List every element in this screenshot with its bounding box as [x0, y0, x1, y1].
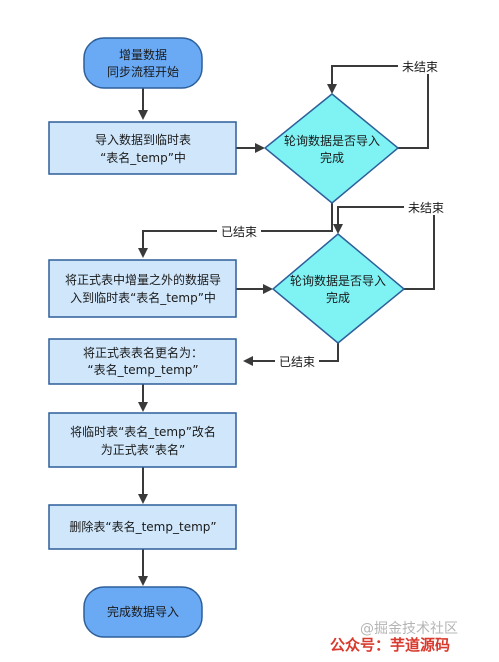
- edge-label-poll2-not-done: 未结束: [408, 201, 444, 215]
- edge-label-poll1-done: 已结束: [221, 225, 257, 239]
- node-poll1-line-1: 轮询数据是否导入: [284, 133, 380, 148]
- node-drop: 删除表“表名_temp_temp”: [48, 504, 237, 550]
- node-rename-formal: 将正式表表名更名为： “表名_temp_temp”: [48, 338, 237, 385]
- node-rename-temp-line-2: 为正式表“表名”: [101, 442, 185, 457]
- node-import: 导入数据到临时表 “表名_temp”中: [48, 121, 237, 175]
- edge-label-poll2-done: 已结束: [279, 355, 315, 369]
- node-import-other-line-1: 将正式表中增量之外的数据导: [65, 272, 221, 287]
- node-rename-formal-line-1: 将正式表表名更名为：: [83, 345, 203, 360]
- node-import-other-line-2: 入到临时表“表名_temp”中: [70, 290, 216, 305]
- node-end-line-1: 完成数据导入: [107, 604, 179, 619]
- node-poll2-line-2: 完成: [326, 290, 350, 305]
- node-import-line-2: “表名_temp”中: [100, 150, 186, 165]
- node-import-other: 将正式表中增量之外的数据导 入到临时表“表名_temp”中: [48, 259, 237, 318]
- node-rename-formal-line-2: “表名_temp_temp”: [87, 362, 198, 377]
- node-end: 完成数据导入: [83, 586, 203, 638]
- node-start: 增量数据 同步流程开始: [83, 37, 203, 89]
- node-poll2-line-1: 轮询数据是否导入: [290, 273, 386, 288]
- node-drop-line-1: 删除表“表名_temp_temp”: [69, 519, 216, 534]
- watermark-wechat: 公众号：芋道源码: [330, 636, 450, 654]
- node-poll1: 轮询数据是否导入 完成: [263, 93, 400, 204]
- node-rename-temp-line-1: 将临时表“表名_temp”改名: [70, 424, 216, 439]
- node-poll1-line-2: 完成: [320, 150, 344, 165]
- node-start-line-1: 增量数据: [119, 47, 167, 62]
- edge-label-poll1-not-done: 未结束: [402, 60, 438, 74]
- node-start-line-2: 同步流程开始: [107, 64, 179, 79]
- node-import-line-1: 导入数据到临时表: [95, 132, 191, 147]
- node-rename-temp: 将临时表“表名_temp”改名 为正式表“表名”: [48, 412, 237, 468]
- node-poll2: 轮询数据是否导入 完成: [271, 233, 406, 344]
- watermark-juejin: @掘金技术社区: [360, 621, 458, 637]
